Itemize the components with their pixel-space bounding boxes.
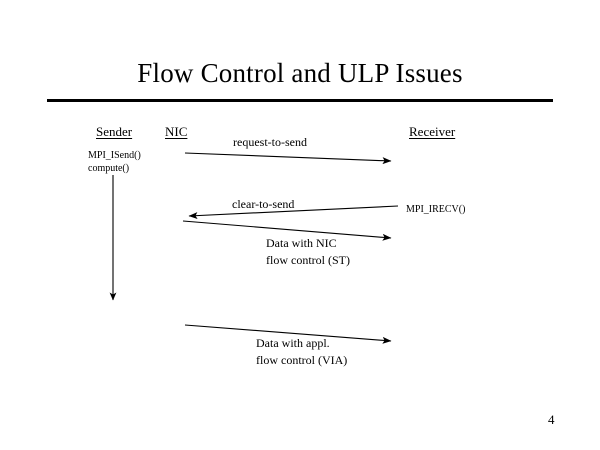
- page-title: Flow Control and ULP Issues: [137, 58, 463, 88]
- lifeline-header-nic: NIC: [165, 124, 188, 139]
- message-label-data-with-appl: Data with appl.: [256, 336, 330, 350]
- title-divider: [47, 99, 553, 102]
- lifeline-header-receiver: Receiver: [409, 124, 456, 139]
- message-label-data-with-nic: Data with NIC: [266, 236, 337, 250]
- message-label-request-to-send: request-to-send: [233, 135, 307, 149]
- label-mpi-irecv: MPI_IRECV(): [406, 204, 466, 215]
- arrow-request-to-send: [184, 152, 392, 165]
- label-compute: compute(): [88, 163, 130, 174]
- message-label-clear-to-send: clear-to-send: [232, 197, 295, 211]
- label-mpi-isend: MPI_ISend(): [88, 150, 141, 161]
- message-label-flow-control-via: flow control (VIA): [256, 353, 348, 367]
- lifeline-header-sender: Sender: [96, 124, 133, 139]
- message-label-flow-control-st: flow control (ST): [266, 253, 350, 267]
- page-number: 4: [548, 412, 555, 427]
